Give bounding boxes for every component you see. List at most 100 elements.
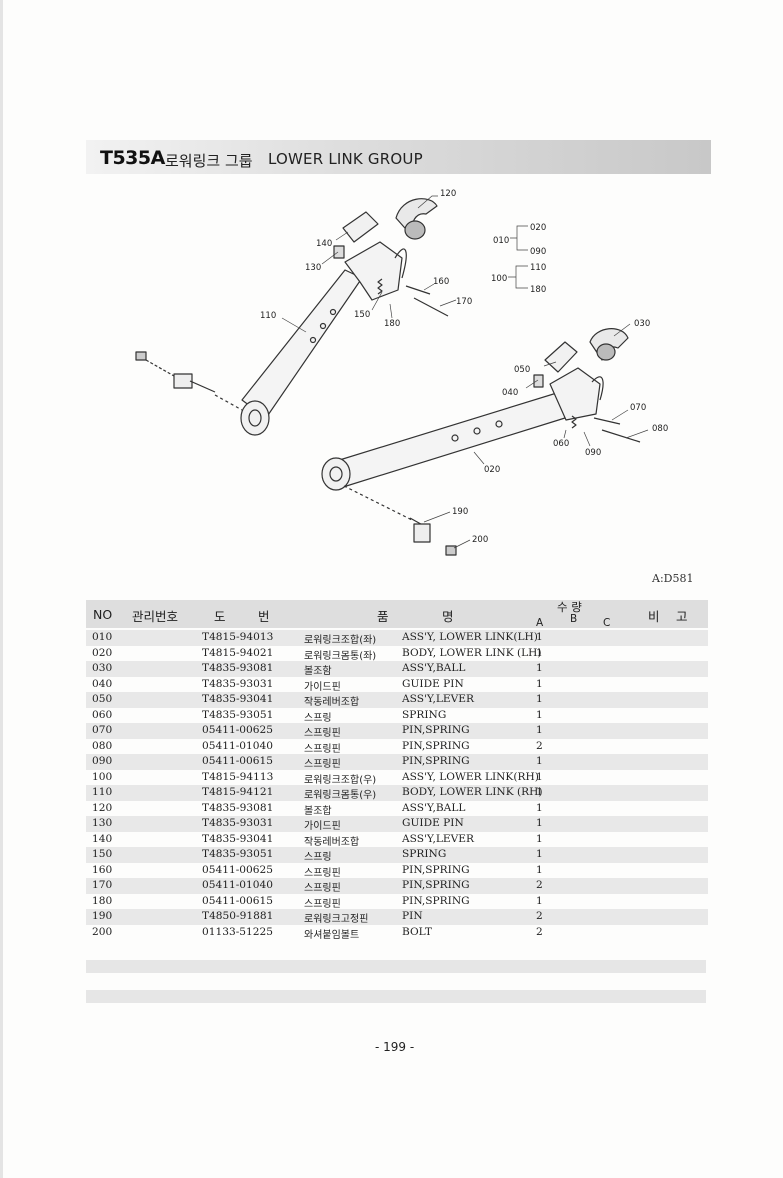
english-name-cell: PIN,SPRING bbox=[402, 894, 470, 907]
callout-140: 140 bbox=[316, 239, 332, 249]
quantity-cell: 1 bbox=[536, 770, 543, 783]
english-name-cell: ASS'Y,LEVER bbox=[402, 693, 475, 705]
callout-060: 060 bbox=[553, 439, 569, 449]
english-name-cell: SPRING bbox=[402, 708, 447, 721]
english-name-cell: GUIDE PIN bbox=[402, 817, 464, 829]
korean-name-cell: 가이드핀 bbox=[304, 681, 341, 693]
quantity-cell: 1 bbox=[536, 863, 543, 876]
quantity-cell: 2 bbox=[536, 739, 543, 752]
header-quantity: 수 량 bbox=[557, 600, 582, 614]
part-no-cell: 120 bbox=[92, 801, 113, 814]
page-edge bbox=[0, 0, 3, 1178]
part-no-cell: 030 bbox=[92, 662, 113, 674]
header-name-1: 품 bbox=[377, 609, 389, 624]
part-no-cell: 150 bbox=[92, 848, 113, 860]
callout-110a: 110 bbox=[260, 311, 276, 321]
korean-name-cell: 스프링핀 bbox=[304, 898, 341, 910]
header-qty-a: A bbox=[536, 617, 544, 629]
pin-170 bbox=[413, 297, 449, 317]
korean-name-cell: 볼조함 bbox=[304, 666, 332, 677]
quantity-cell: 1 bbox=[536, 817, 543, 829]
exploded-parts-diagram: 120 140 130 160 170 150 180 110 010 020 … bbox=[135, 189, 668, 556]
callout-120: 120 bbox=[440, 189, 456, 199]
part-no-cell: 160 bbox=[92, 863, 113, 876]
english-name-cell: PIN,SPRING bbox=[402, 739, 470, 752]
pin-160 bbox=[405, 285, 431, 295]
part-no-cell: 090 bbox=[92, 755, 113, 767]
part-no-cell: 080 bbox=[92, 739, 113, 752]
fixing-pin-190-right bbox=[343, 485, 457, 556]
spring-060 bbox=[571, 415, 577, 429]
group-code: T535A bbox=[100, 147, 165, 169]
callout-070: 070 bbox=[630, 403, 646, 413]
part-no-cell: 190 bbox=[92, 910, 113, 922]
callout-030: 030 bbox=[634, 319, 650, 329]
korean-name-cell: 로워링크조합(우) bbox=[304, 774, 377, 786]
callout-100: 100 bbox=[491, 274, 507, 284]
callout-160: 160 bbox=[433, 277, 449, 287]
korean-name-cell: 스프링 bbox=[304, 712, 332, 724]
part-no-cell: 180 bbox=[92, 894, 113, 907]
fixing-pin-190-left bbox=[135, 351, 216, 393]
pin-070 bbox=[593, 417, 621, 425]
korean-name-cell: 로워링크조합(좌) bbox=[304, 635, 377, 646]
callout-040: 040 bbox=[502, 388, 518, 398]
korean-name-cell: 스프링 bbox=[304, 852, 332, 863]
quantity-cell: 1 bbox=[536, 755, 543, 767]
quantity-cell: 1 bbox=[536, 801, 543, 814]
drawing-number-cell: 05411-00625 bbox=[202, 724, 273, 736]
english-name-cell: PIN bbox=[402, 910, 423, 922]
quantity-cell: 1 bbox=[536, 693, 543, 705]
quantity-cell: 2 bbox=[536, 879, 543, 891]
guide-pin-040 bbox=[533, 374, 544, 388]
korean-name-cell: 로워링크고정핀 bbox=[304, 914, 369, 925]
lower-link-rh-body bbox=[240, 241, 407, 436]
header-remark-2: 고 bbox=[676, 609, 688, 624]
callout-020a: 020 bbox=[530, 223, 546, 233]
lower-link-lh-body bbox=[321, 367, 604, 491]
callout-090b: 090 bbox=[585, 448, 601, 458]
korean-name-cell: 로워링크몸통(우) bbox=[304, 790, 377, 801]
header-management-number: 관리번호 bbox=[132, 609, 179, 624]
part-no-cell: 110 bbox=[92, 786, 113, 798]
drawing-number-cell: T4835-93081 bbox=[202, 801, 274, 814]
part-no-cell: 040 bbox=[92, 677, 113, 690]
header-name-2: 명 bbox=[442, 609, 454, 624]
guide-pin-130 bbox=[333, 245, 345, 259]
drawing-number-cell: T4835-93051 bbox=[202, 848, 274, 860]
part-no-cell: 060 bbox=[92, 708, 113, 721]
header-no: NO bbox=[93, 607, 113, 622]
quantity-cell: 1 bbox=[536, 894, 543, 907]
drawing-number-cell: T4835-93041 bbox=[202, 693, 274, 705]
korean-name-cell: 볼조합 bbox=[304, 805, 332, 817]
drawing-number-cell: T4835-93081 bbox=[202, 662, 274, 674]
quantity-cell: 1 bbox=[536, 646, 543, 659]
drawing-number-cell: T4835-93041 bbox=[202, 832, 274, 845]
ball-assembly-120 bbox=[395, 198, 438, 240]
part-no-cell: 020 bbox=[92, 646, 113, 659]
header-remark-1: 비 bbox=[648, 609, 660, 624]
page-number: - 199 - bbox=[375, 1040, 415, 1054]
callout-180a: 180 bbox=[384, 319, 400, 329]
english-name-cell: PIN,SPRING bbox=[402, 879, 470, 891]
quantity-cell: 1 bbox=[536, 631, 543, 643]
korean-name-cell: 스프링핀 bbox=[304, 759, 341, 770]
part-no-cell: 200 bbox=[92, 925, 113, 938]
drawing-number-cell: T4815-94121 bbox=[202, 786, 274, 798]
quantity-cell: 1 bbox=[536, 677, 543, 690]
english-name-cell: ASS'Y,LEVER bbox=[402, 832, 475, 845]
drawing-number-cell: T4815-94113 bbox=[202, 770, 274, 783]
drawing-number-cell: T4835-93031 bbox=[202, 677, 274, 690]
